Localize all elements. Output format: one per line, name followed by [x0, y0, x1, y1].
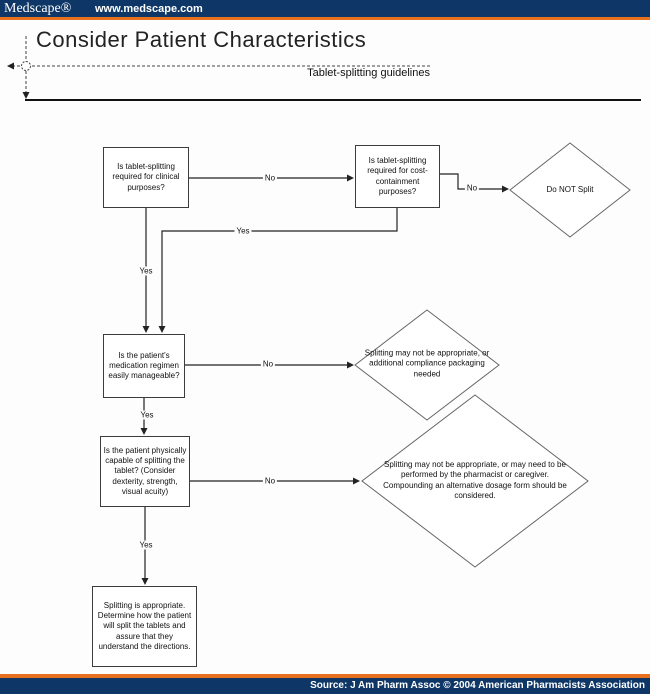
edge-label-no-1: No: [262, 173, 278, 183]
page-title: Consider Patient Characteristics: [36, 27, 367, 52]
site-url: www.medscape.com: [95, 3, 203, 15]
decision-box-cost-containment-text: Is tablet-splitting required for cost-co…: [367, 156, 428, 196]
diamond-do-not-split-text: Do NOT Split: [546, 184, 594, 194]
page-subtitle: Tablet-splitting guidelines: [307, 67, 430, 79]
outcome-box-appropriate: Splitting is appropriate. Determine how …: [92, 586, 197, 667]
edge-label-no-2: No: [464, 183, 480, 193]
crosshair-marker: [7, 36, 430, 99]
source-text: Source: J Am Pharm Assoc © 2004 American…: [310, 680, 645, 691]
decision-box-capability: Is the patient physically capable of spl…: [100, 436, 190, 507]
decision-box-regimen-text: Is the patient's medication regimen easi…: [108, 350, 180, 381]
decision-box-regimen: Is the patient's medication regimen easi…: [103, 334, 185, 398]
edge-label-yes-1: Yes: [137, 266, 155, 276]
arrowheads: [140, 174, 509, 585]
footer-bar: Source: J Am Pharm Assoc © 2004 American…: [0, 678, 650, 694]
decision-box-clinical-text: Is tablet-splitting required for clinica…: [112, 162, 180, 192]
header-bar: Medscape® www.medscape.com: [0, 0, 650, 17]
diamond-shapes: [354, 142, 631, 568]
outcome-box-appropriate-text: Splitting is appropriate. Determine how …: [97, 600, 192, 651]
diamond-do-not-split-shape: [509, 142, 631, 238]
arrow-left-icon: [7, 62, 14, 70]
diamond-compliance-text: Splitting may not be appropriate, or add…: [364, 348, 490, 379]
decision-box-cost-containment: Is tablet-splitting required for cost-co…: [355, 145, 440, 208]
diamond-compliance-shape: [354, 309, 500, 421]
medscape-logo: Medscape®: [4, 1, 72, 16]
edge-label-yes-3: Yes: [138, 410, 156, 420]
decision-box-capability-text: Is the patient physically capable of spl…: [103, 445, 187, 496]
arrow-down-icon: [22, 92, 30, 99]
edge-label-no-4: No: [262, 476, 278, 486]
edge-label-no-3: No: [260, 359, 276, 369]
diamond-pharmacist-shape: [361, 394, 589, 568]
diamond-pharmacist-text: Splitting may not be appropriate, or may…: [383, 460, 567, 501]
decision-box-clinical: Is tablet-splitting required for clinica…: [103, 147, 189, 208]
edge-label-yes-2: Yes: [234, 226, 252, 236]
orange-rule-top: [0, 17, 650, 20]
edge-label-yes-4: Yes: [137, 540, 155, 550]
orange-rule-bottom: [0, 674, 650, 678]
